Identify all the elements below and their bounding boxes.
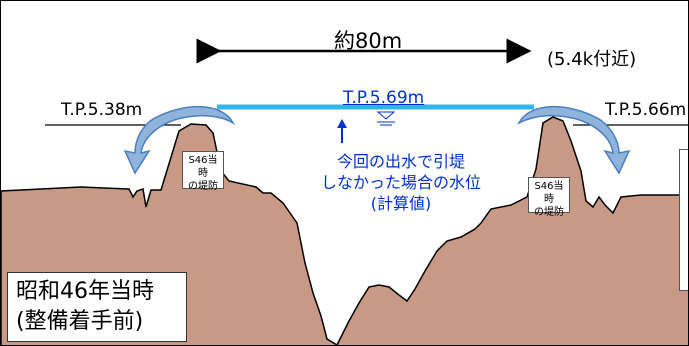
- left-bank-level-label: T.P.5.38m: [61, 100, 143, 120]
- left-levee-note: S46当時 の堤防: [182, 151, 224, 192]
- water-note-line1: 今回の出水で引堤: [336, 152, 465, 171]
- water-note-line3: (計算値): [370, 194, 432, 213]
- left-curved-arrow: [123, 106, 235, 175]
- river-width-label: 約80m: [334, 29, 403, 53]
- right-levee-note: S46当時 の堤防: [528, 177, 570, 218]
- right-curved-arrow: [517, 106, 631, 175]
- left-levee-note-line2: の堤防: [188, 181, 218, 192]
- era-label-line1: 昭和46年当時: [16, 279, 154, 304]
- left-levee-note-line1: S46当時: [188, 155, 218, 179]
- location-label: (5.4k付近): [547, 49, 637, 70]
- right-levee-note-line2: の堤防: [534, 207, 564, 218]
- right-edge-box: [679, 149, 688, 291]
- water-level-up-arrow: [337, 119, 347, 143]
- era-label-box: 昭和46年当時 (整備着手前): [7, 272, 187, 342]
- water-level-label: T.P.5.69m: [343, 88, 425, 108]
- era-label-line2: (整備着手前): [16, 309, 144, 334]
- right-bank-level-label: T.P.5.66m: [605, 100, 687, 120]
- water-level-note: 今回の出水で引堤 しなかった場合の水位 (計算値): [301, 151, 501, 214]
- right-levee-note-line1: S46当時: [534, 181, 564, 205]
- water-note-line2: しなかった場合の水位: [320, 173, 481, 192]
- water-surface-icon: [376, 111, 396, 126]
